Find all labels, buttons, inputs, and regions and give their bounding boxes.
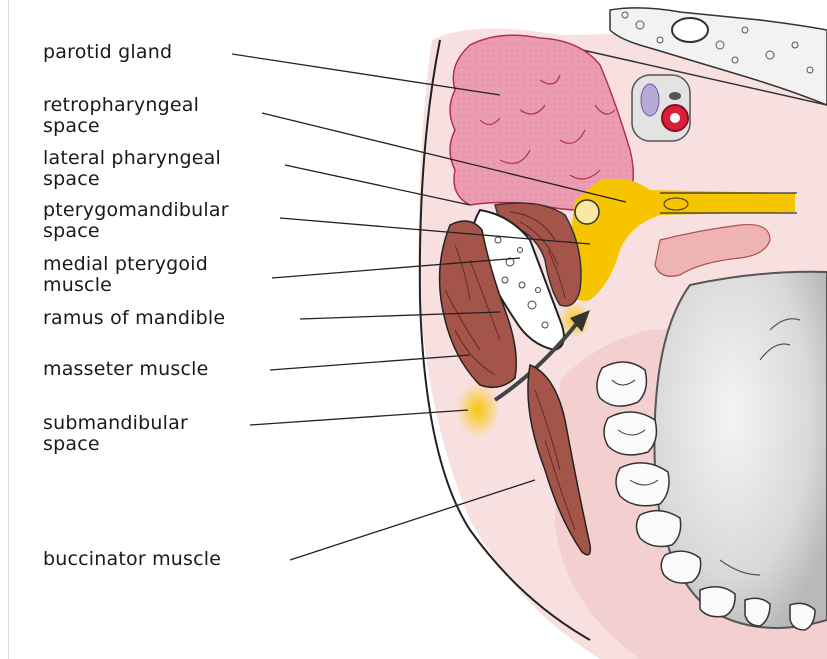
label-medial-pterygoid-muscle: medial pterygoid muscle xyxy=(43,254,208,296)
label-pterygomandibular-space: pterygomandibular space xyxy=(43,200,229,242)
label-ramus-of-mandible: ramus of mandible xyxy=(43,308,225,329)
label-masseter-muscle: masseter muscle xyxy=(43,359,209,380)
label-lateral-pharyngeal-space: lateral pharyngeal space xyxy=(43,148,221,190)
label-parotid-gland: parotid gland xyxy=(43,42,172,63)
molar-icon xyxy=(637,511,681,547)
styloid-icon xyxy=(575,200,599,224)
leader-line xyxy=(250,410,468,425)
label-retropharyngeal-space: retropharyngeal space xyxy=(43,95,199,137)
label-buccinator-muscle: buccinator muscle xyxy=(43,549,221,570)
premolar-icon xyxy=(700,587,735,617)
label-submandibular-space: submandibular space xyxy=(43,413,188,455)
internal-jugular-vein-icon xyxy=(641,84,659,116)
molar-icon xyxy=(604,412,656,455)
molar-icon xyxy=(616,463,669,506)
premolar-icon xyxy=(661,551,700,583)
retropharyngeal-node-icon xyxy=(664,198,688,210)
molar-icon xyxy=(597,362,647,406)
skull-foramen xyxy=(672,18,708,42)
